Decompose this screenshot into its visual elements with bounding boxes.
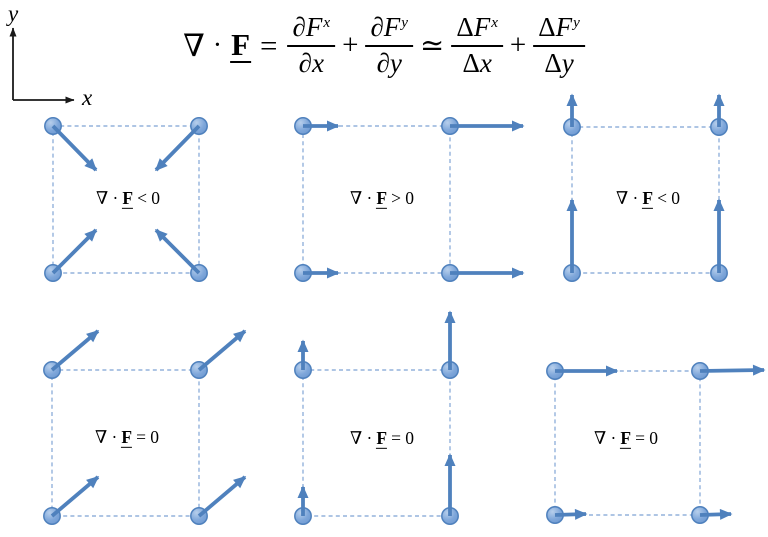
field-vector-symbol: F <box>620 427 632 450</box>
plus-operator: + <box>342 29 359 62</box>
cell-shear-right-arrows <box>546 362 766 524</box>
coordinate-variable: x <box>479 47 492 78</box>
field-component: F <box>383 12 401 42</box>
nabla-symbol: ∇ <box>183 27 205 63</box>
divergence-label: ∇ ·F> 0 <box>349 187 415 210</box>
differential-symbol: ∂ <box>292 12 306 42</box>
divergence-label: ∇ ·F= 0 <box>94 426 160 449</box>
differential-symbol: ∂ <box>370 12 384 42</box>
field-component: F <box>473 12 491 42</box>
unit-cell-boundary <box>554 370 701 516</box>
coordinate-variable: x <box>311 47 324 78</box>
coordinate-variable: y <box>389 47 402 78</box>
relation-value: > 0 <box>391 187 415 208</box>
field-vector-arrow <box>197 329 247 372</box>
nabla-dot-prefix: ∇ · <box>349 427 373 448</box>
field-vector-arrow <box>51 124 98 172</box>
unit-cell-boundary <box>51 369 200 517</box>
field-vector-arrow <box>50 475 100 518</box>
cell-converging-arrows <box>44 117 208 282</box>
fraction-term: ∂Fx∂x <box>287 12 336 80</box>
x-axis-label: x <box>82 85 93 110</box>
relation-value: < 0 <box>137 187 161 208</box>
differential-symbol: Δ <box>538 12 556 42</box>
y-axis-label: y <box>8 1 19 26</box>
nabla-dot-prefix: ∇ · <box>94 426 118 447</box>
field-vector-arrow <box>554 508 588 520</box>
cell-shrinking-up-arrows <box>563 93 728 282</box>
divergence-label: ∇ ·F< 0 <box>95 187 161 210</box>
divergence-label: ∇ ·F= 0 <box>349 427 415 450</box>
component-superscript: x <box>491 14 498 31</box>
nabla-dot-prefix: ∇ · <box>95 187 119 208</box>
field-vector-arrow <box>154 124 201 172</box>
differential-symbol: Δ <box>544 47 562 78</box>
field-vector-symbol: F <box>122 187 134 210</box>
component-superscript: y <box>401 14 409 31</box>
differential-symbol: ∂ <box>298 47 312 78</box>
cell-uniform-diagonal-arrows <box>43 329 247 525</box>
divergence-label: ∇ ·F= 0 <box>593 427 659 450</box>
numerator: ∂Fx <box>287 12 336 47</box>
field-vector-symbol: F <box>642 187 654 210</box>
differential-symbol: Δ <box>462 47 480 78</box>
denominator: ∂y <box>377 47 402 80</box>
field-component: F <box>305 12 323 42</box>
differential-symbol: Δ <box>456 12 474 42</box>
unit-cell-boundary <box>302 369 451 517</box>
field-vector-arrow <box>50 329 100 372</box>
field-vector-arrow <box>197 475 247 518</box>
denominator: Δy <box>544 47 573 80</box>
field-vector-arrow <box>154 228 201 275</box>
differential-symbol: ∂ <box>376 47 390 78</box>
relation-value: = 0 <box>136 426 160 447</box>
approx-operator: ≃ <box>420 30 445 63</box>
relation-value: = 0 <box>635 427 659 448</box>
field-vector-arrow <box>699 364 766 376</box>
field-vector-symbol: F <box>230 26 252 64</box>
field-vector-symbol: F <box>376 187 388 210</box>
denominator: Δx <box>462 47 491 80</box>
dot-operator: · <box>212 29 223 61</box>
divergence-label: ∇ ·F< 0 <box>615 187 681 210</box>
cell-shear-up-arrows <box>294 310 459 525</box>
equals-sign: = <box>260 27 278 63</box>
relation-value: = 0 <box>391 427 415 448</box>
coordinate-variable: y <box>561 47 574 78</box>
nabla-dot-prefix: ∇ · <box>593 427 617 448</box>
cell-growing-right-arrows <box>294 117 525 282</box>
numerator: ΔFy <box>533 12 585 47</box>
field-vector-symbol: F <box>376 427 388 450</box>
denominator: ∂x <box>299 47 324 80</box>
fraction-term: ∂Fy∂y <box>365 12 414 80</box>
field-vector-symbol: F <box>121 426 133 449</box>
component-superscript: x <box>323 14 331 31</box>
nabla-dot-prefix: ∇ · <box>349 187 373 208</box>
field-vector-arrow <box>699 508 733 520</box>
unit-cell-boundary <box>52 125 200 274</box>
nabla-dot-prefix: ∇ · <box>615 187 639 208</box>
numerator: ∂Fy <box>365 12 414 47</box>
numerator: ΔFx <box>451 12 503 47</box>
field-component: F <box>555 12 573 42</box>
unit-cell-boundary <box>302 125 451 274</box>
formula-lhs: ∇ · F = <box>183 28 287 64</box>
field-vector-arrow <box>51 228 98 275</box>
relation-value: < 0 <box>657 187 681 208</box>
plus-operator: + <box>509 29 527 62</box>
component-superscript: y <box>573 14 580 31</box>
